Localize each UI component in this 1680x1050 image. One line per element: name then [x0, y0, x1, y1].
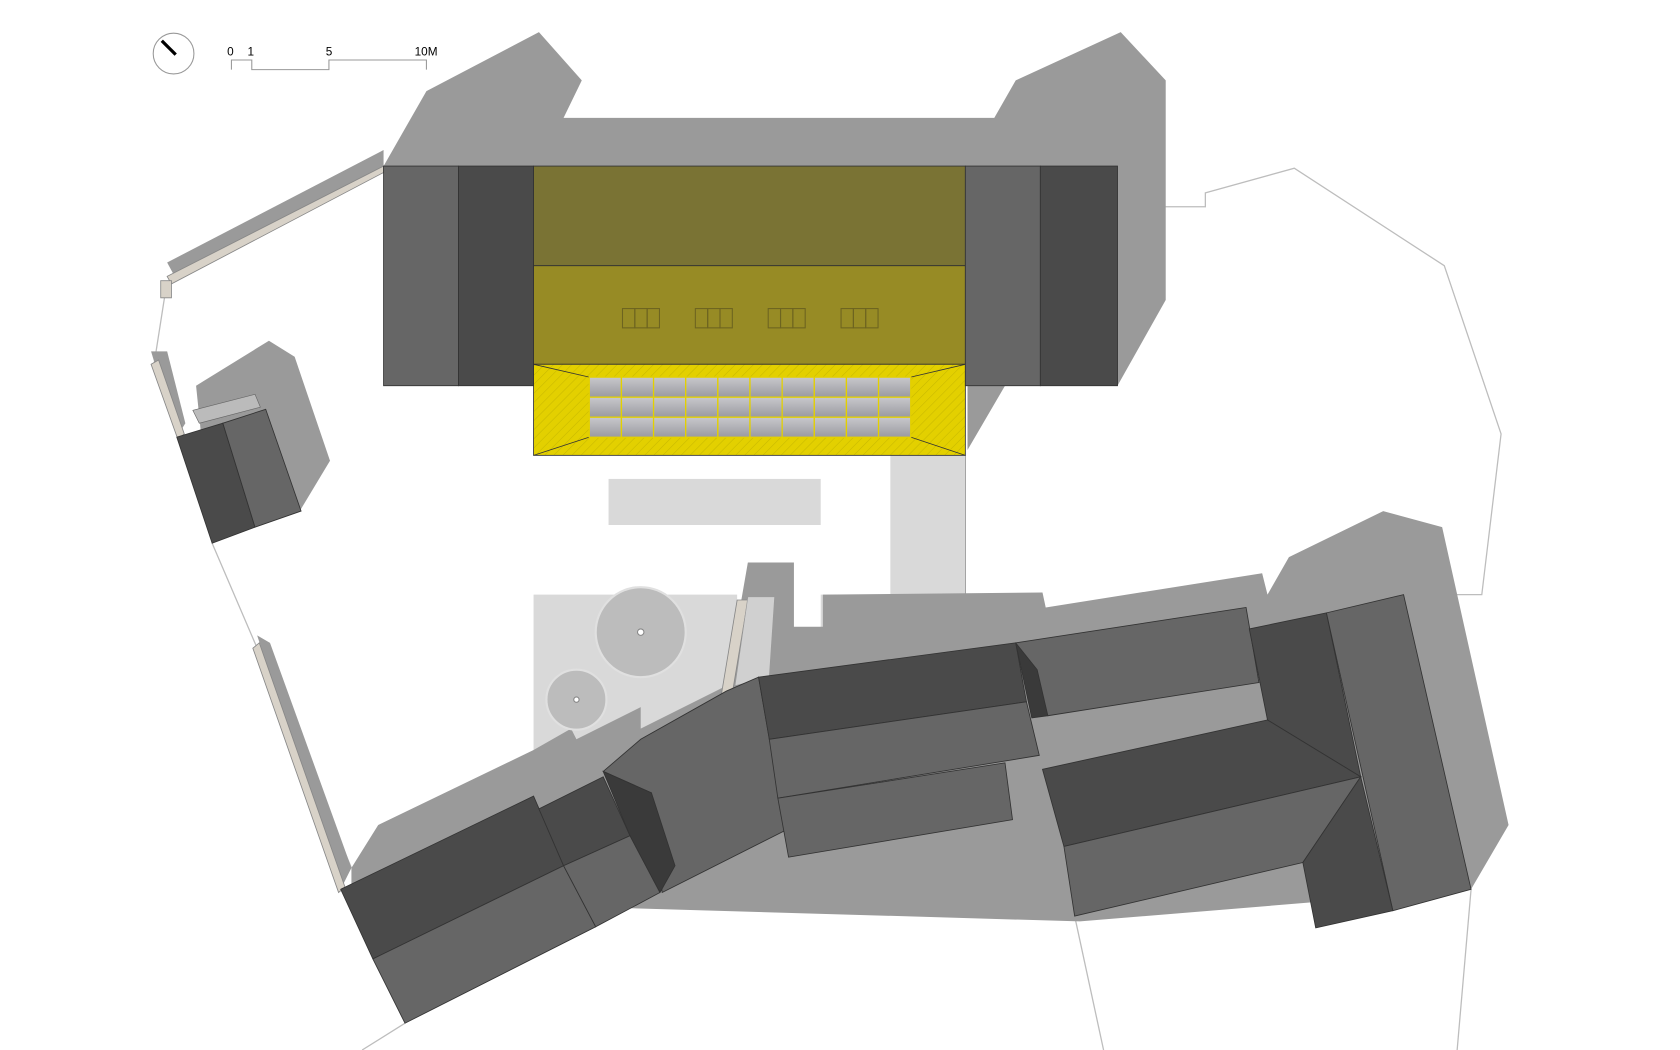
- skylight-pane: [877, 416, 912, 438]
- skylight-pane: [685, 376, 719, 398]
- skylight-pane: [717, 396, 751, 418]
- skylight-pane: [813, 396, 848, 418]
- site-walls: [150, 165, 749, 894]
- north-arrow-icon: [152, 32, 195, 75]
- trees: [545, 586, 687, 731]
- skylight-pane: [652, 376, 687, 398]
- skylight-pane: [749, 416, 783, 438]
- roof-windows: [621, 308, 879, 329]
- skylight-pane: [588, 416, 623, 438]
- skylight-pane: [717, 416, 751, 438]
- skylight-pane: [652, 416, 687, 438]
- skylight-pane: [652, 396, 687, 418]
- skylight-pane: [813, 376, 848, 398]
- skylight-pane: [717, 376, 751, 398]
- skylight-pane: [620, 396, 655, 418]
- roof-window: [646, 308, 660, 329]
- lower-buildings: [340, 594, 1472, 1024]
- scale-tick-10m: 10M: [415, 46, 438, 59]
- skylight-pane: [877, 396, 912, 418]
- skylight-pane: [781, 376, 815, 398]
- skylight-pane: [588, 396, 623, 418]
- scale-tick-1: 1: [247, 46, 254, 59]
- olive-roof-upper: [533, 165, 966, 267]
- skylight-pane: [845, 396, 880, 418]
- scale-tick-5: 5: [326, 46, 333, 59]
- olive-roof-lower: [533, 265, 966, 365]
- skylight-pane: [620, 416, 655, 438]
- scale-tick-0: 0: [227, 46, 234, 59]
- scale-bar: 0 1 5 10M: [227, 46, 438, 71]
- skylight-pane: [813, 416, 848, 438]
- skylight-pane: [845, 376, 880, 398]
- skylight-pane: [781, 416, 815, 438]
- small-stairs: [192, 393, 261, 424]
- skylight-pane: [620, 376, 655, 398]
- skylight-pane: [588, 376, 623, 398]
- skylight-pane: [877, 376, 912, 398]
- skylight-pane: [749, 396, 783, 418]
- roof-window: [719, 308, 733, 329]
- skylight-pane: [781, 396, 815, 418]
- skylight-pane: [685, 416, 719, 438]
- roof-window: [865, 308, 879, 329]
- small-building: [176, 408, 302, 544]
- roof-window: [792, 308, 806, 329]
- skylight-pane: [685, 396, 719, 418]
- skylight-pane: [845, 416, 880, 438]
- skylight-pane: [749, 376, 783, 398]
- skylight-grid: [588, 376, 912, 438]
